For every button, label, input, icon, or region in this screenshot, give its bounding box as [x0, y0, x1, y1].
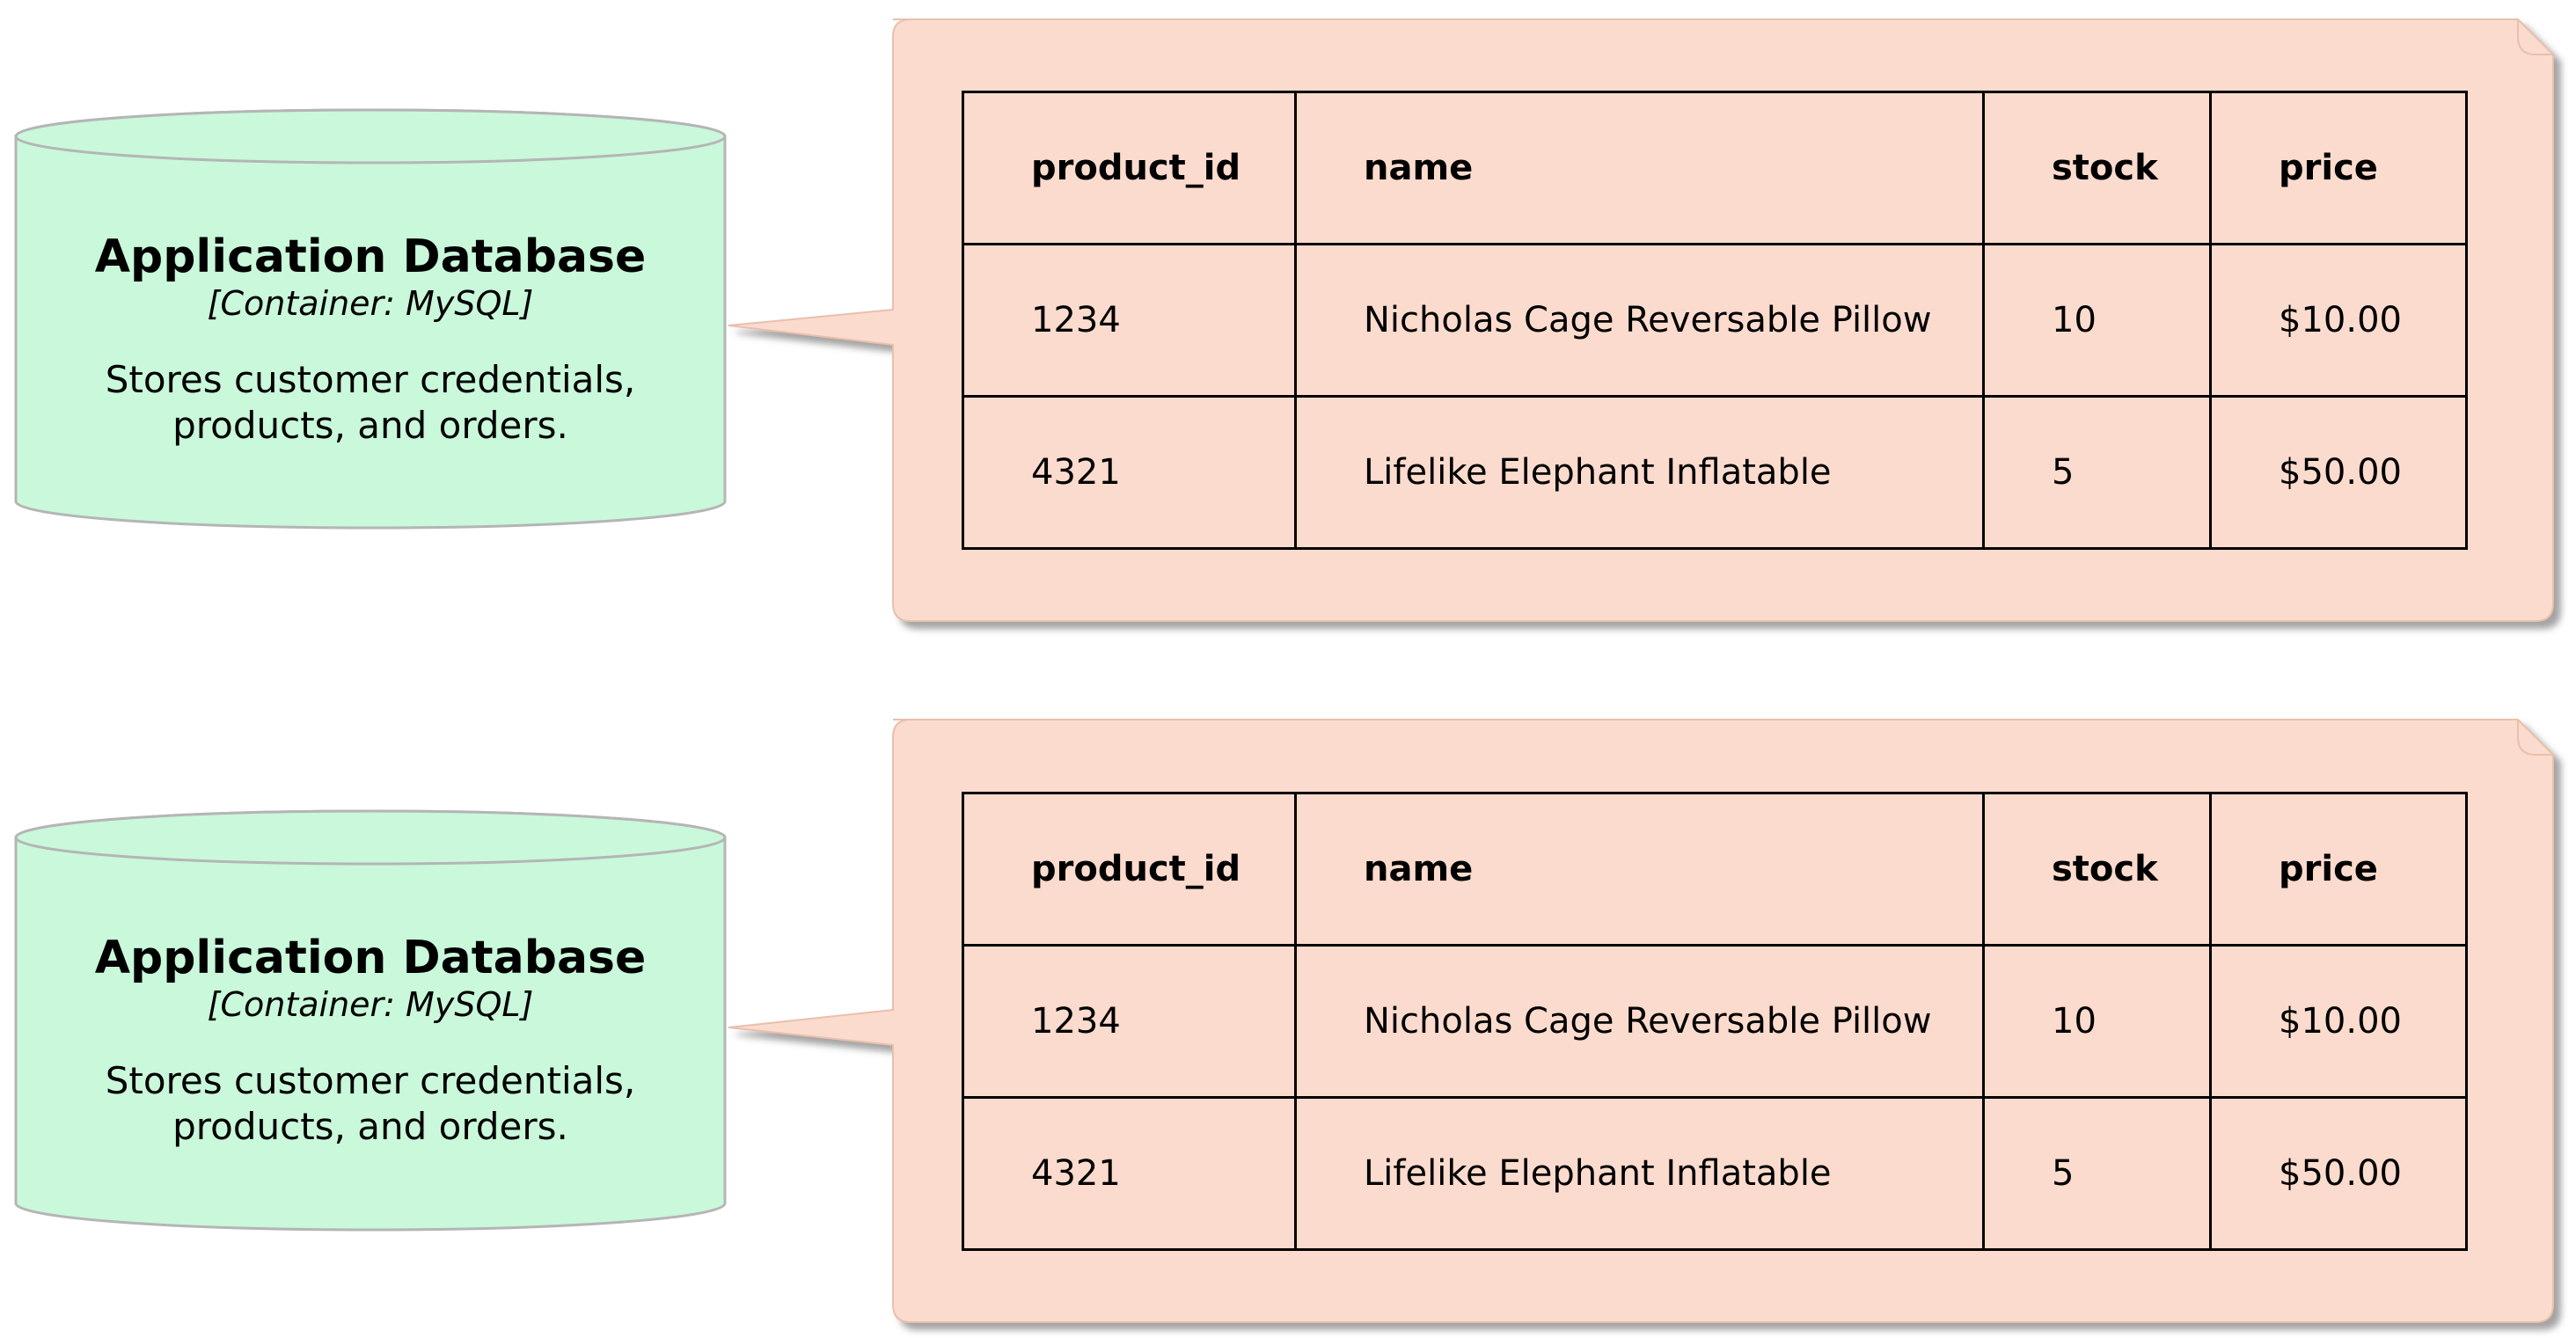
note-corner-fold-1	[2517, 19, 2553, 55]
table-cell: 5	[1982, 1096, 2212, 1251]
database-label-2: Application Database [Container: MySQL] …	[16, 932, 725, 1150]
table-cell: Lifelike Elephant Inflatable	[1294, 395, 1985, 550]
database-cylinder-1	[14, 108, 727, 530]
database-description-line: Stores customer credentials,	[105, 1059, 636, 1102]
table-header-row: product_id name stock price	[962, 91, 2468, 245]
column-header: stock	[1982, 91, 2212, 245]
database-description-line: products, and orders.	[172, 404, 568, 447]
table-cell: Nicholas Cage Reversable Pillow	[1294, 243, 1985, 398]
table-row: 1234 Nicholas Cage Reversable Pillow 10 …	[962, 243, 2468, 398]
table-cell: Lifelike Elephant Inflatable	[1294, 1096, 1985, 1251]
table-cell: 10	[1982, 944, 2212, 1099]
table-cell: 1234	[962, 243, 1297, 398]
column-header: name	[1294, 792, 1985, 947]
table-cell: $10.00	[2209, 944, 2468, 1099]
table-row: 4321 Lifelike Elephant Inflatable 5 $50.…	[962, 395, 2468, 550]
database-description: Stores customer credentials, products, a…	[16, 1058, 725, 1150]
note-corner-fold-2	[2517, 720, 2553, 756]
column-header: price	[2209, 91, 2468, 245]
column-header: name	[1294, 91, 1985, 245]
table-cell: 4321	[962, 1096, 1297, 1251]
database-description: Stores customer credentials, products, a…	[16, 357, 725, 449]
table-cell: 1234	[962, 944, 1297, 1099]
data-table: product_id name stock price 1234 Nichola…	[962, 91, 2468, 550]
data-table: product_id name stock price 1234 Nichola…	[962, 792, 2468, 1251]
table-cell: Nicholas Cage Reversable Pillow	[1294, 944, 1985, 1099]
database-label-1: Application Database [Container: MySQL] …	[16, 230, 725, 449]
column-header: price	[2209, 792, 2468, 947]
column-header: stock	[1982, 792, 2212, 947]
table-cell: 10	[1982, 243, 2212, 398]
table-header-row: product_id name stock price	[962, 792, 2468, 947]
column-header: product_id	[962, 91, 1297, 245]
products-table-2: product_id name stock price 1234 Nichola…	[962, 792, 2468, 1251]
table-row: 1234 Nicholas Cage Reversable Pillow 10 …	[962, 944, 2468, 1099]
column-header: product_id	[962, 792, 1297, 947]
table-row: 4321 Lifelike Elephant Inflatable 5 $50.…	[962, 1096, 2468, 1251]
table-cell: 5	[1982, 395, 2212, 550]
database-title: Application Database	[94, 230, 647, 283]
database-technology: [Container: MySQL]	[207, 985, 534, 1024]
database-description-line: products, and orders.	[172, 1105, 568, 1148]
database-cylinder-2	[14, 809, 727, 1232]
database-title: Application Database	[94, 932, 647, 984]
database-description-line: Stores customer credentials,	[105, 358, 636, 401]
products-table-1: product_id name stock price 1234 Nichola…	[962, 91, 2468, 550]
table-cell: 4321	[962, 395, 1297, 550]
table-cell: $50.00	[2209, 395, 2468, 550]
table-cell: $50.00	[2209, 1096, 2468, 1251]
database-technology: [Container: MySQL]	[207, 284, 534, 323]
table-cell: $10.00	[2209, 243, 2468, 398]
